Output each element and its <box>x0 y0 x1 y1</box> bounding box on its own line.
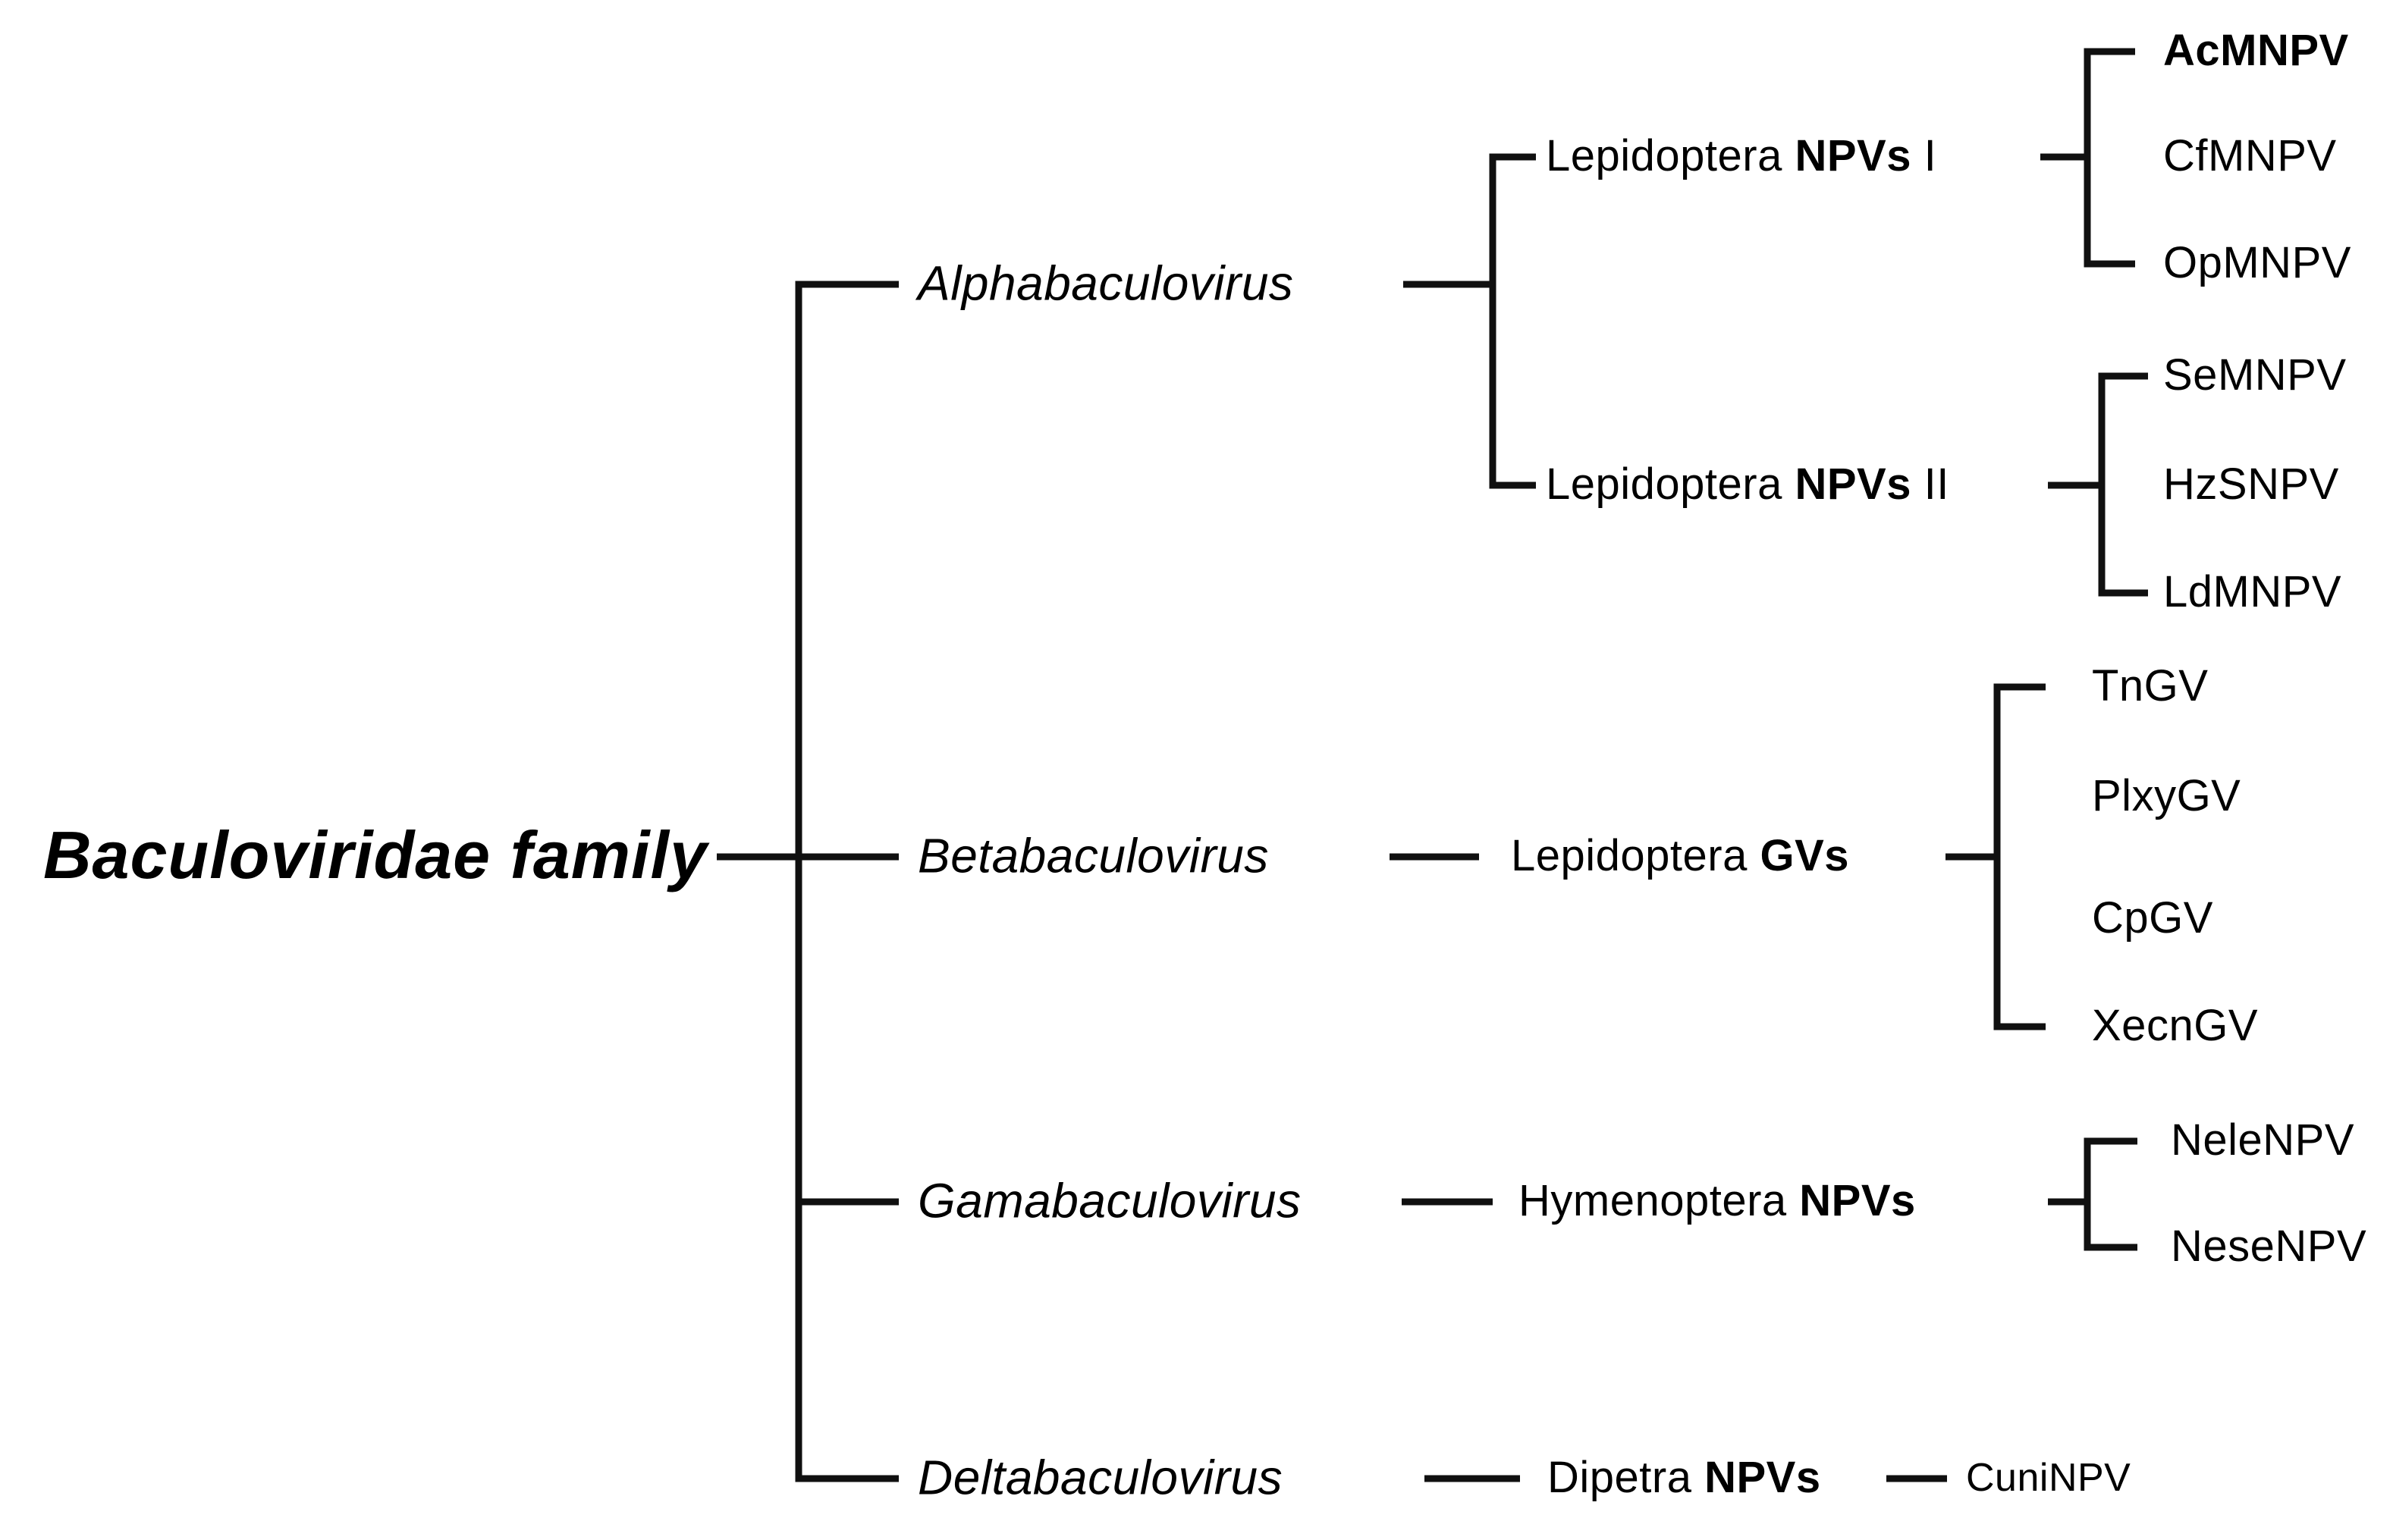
group-label-dipetra-npvs: Dipetra NPVs <box>1547 1452 1821 1502</box>
npvs-group-bracket <box>1489 153 1536 489</box>
npvs1-leaf-bracket <box>2084 48 2135 268</box>
group-label-bold-text: NPVs <box>1795 130 1911 180</box>
root-label: Baculoviridae family <box>43 817 708 893</box>
species-label-cuninpv: CuniNPV <box>1966 1455 2131 1500</box>
group-label-text: Dipetra <box>1547 1452 1705 1502</box>
species-label-xecngv: XecnGV <box>2092 1000 2258 1050</box>
species-label-plxygv: PlxyGV <box>2092 770 2241 820</box>
genus-label-alphabaculovirus: Alphabaculovirus <box>918 256 1294 311</box>
species-label-opmnpv: OpMNPV <box>2163 237 2351 287</box>
gvs-leaf-bracket <box>1993 683 2046 1030</box>
group-label-lepidoptera-npvs-2: Lepidoptera NPVs II <box>1546 462 1949 507</box>
group-label-lepidoptera-npvs-1: Lepidoptera NPVs I <box>1546 130 1937 180</box>
npvs2-leaf-bracket <box>2098 372 2148 597</box>
species-label-acmnpv: AcMNPV <box>2163 25 2349 75</box>
group-label-text: Hymenoptera <box>1518 1175 1800 1225</box>
group-label-bold-text: NPVs <box>1795 459 1911 509</box>
species-label-nelenpv: NeleNPV <box>2171 1115 2355 1165</box>
group-label-text: Lepidoptera <box>1546 130 1795 180</box>
group-label-suffix: I <box>1911 130 1937 180</box>
group-label-suffix: II <box>1911 459 1949 509</box>
hym-leaf-bracket <box>2084 1137 2137 1251</box>
group-label-hymenoptera-npvs: Hymenoptera NPVs <box>1518 1175 1916 1225</box>
group-label-text: Lepidoptera <box>1511 830 1760 880</box>
group-label-bold-text: NPVs <box>1704 1452 1821 1502</box>
species-label-semnpv: SeMNPV <box>2163 350 2347 400</box>
species-label-ldmnpv: LdMNPV <box>2163 566 2342 616</box>
group-label-lepidoptera-gvs: Lepidoptera GVs <box>1511 830 1850 880</box>
genus-label-gamabaculovirus: Gamabaculovirus <box>918 1173 1302 1228</box>
group-label-text: Lepidoptera <box>1546 459 1795 509</box>
genus-label-betabaculovirus: Betabaculovirus <box>918 828 1269 883</box>
group-label-bold-text: NPVs <box>1799 1175 1916 1225</box>
species-label-nesenpv: NeseNPV <box>2171 1221 2367 1271</box>
group-label-bold-text: GVs <box>1760 830 1850 880</box>
species-label-cfmnpv: CfMNPV <box>2163 130 2337 180</box>
species-label-cpgv: CpGV <box>2092 892 2213 943</box>
genus-label-deltabaculovirus: Deltabaculovirus <box>918 1450 1283 1505</box>
main-spine-line <box>795 281 899 1482</box>
species-label-hzsnpv: HzSNPV <box>2163 459 2339 509</box>
species-label-tngv: TnGV <box>2092 660 2209 710</box>
